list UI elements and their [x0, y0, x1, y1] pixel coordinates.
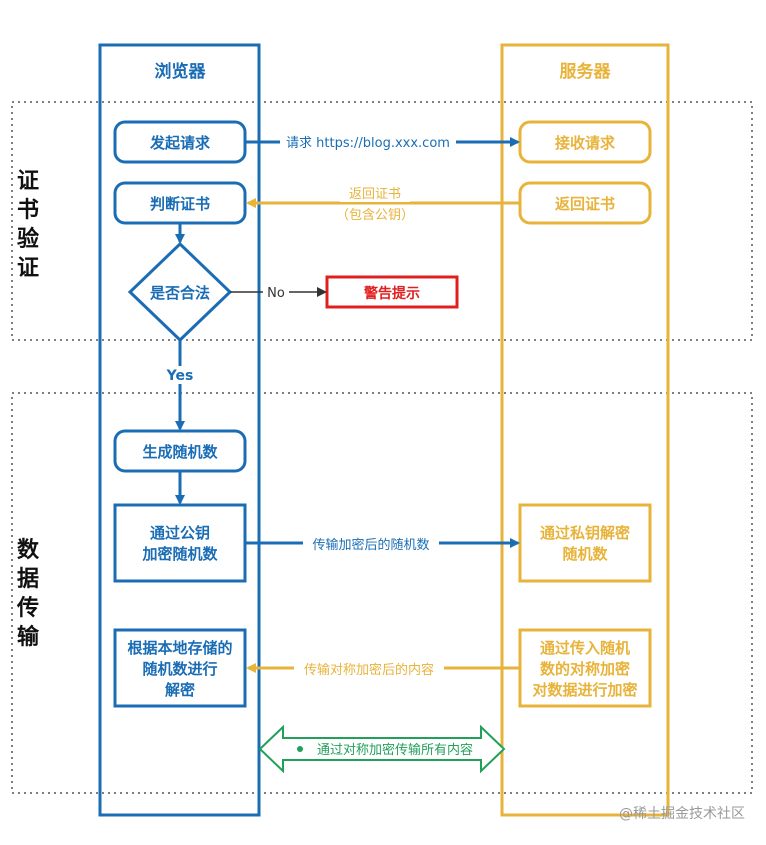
- server-column-title: 服务器: [560, 61, 612, 82]
- edge-send-encrypted-random-label: 传输加密后的随机数: [312, 537, 429, 553]
- section-char: 输: [17, 624, 40, 650]
- node-decrypt-local-line2: 随机数进行: [142, 660, 217, 678]
- section-cert-verify-box: [11, 101, 753, 341]
- node-receive-request-label: 接收请求: [555, 134, 616, 152]
- edge-send-encrypted-content-label: 传输对称加密后的内容: [304, 662, 434, 678]
- symmetric-double-arrow: [258, 724, 506, 774]
- browser-column: [98, 43, 261, 817]
- node-gen-random-label: 生成随机数: [142, 443, 218, 461]
- section-label-cert-verify: 证 书 验 证: [17, 169, 39, 281]
- edge-yes-label-bg: [163, 366, 197, 384]
- node-encrypt-data: [518, 628, 652, 708]
- section-char: 据: [17, 567, 39, 592]
- section-char: 传: [16, 596, 39, 621]
- node-decrypt-random-line1: 通过私钥解密: [540, 524, 630, 542]
- section-char: 证: [17, 256, 39, 281]
- node-encrypt-random: [113, 503, 247, 583]
- edge-return-cert-label-1: 返回证书: [349, 187, 401, 202]
- node-encrypt-data-line3: 对数据进行加密: [532, 681, 637, 699]
- server-column: [500, 43, 670, 817]
- node-decrypt-local: [113, 628, 247, 708]
- node-send-request-label: 发起请求: [149, 134, 211, 152]
- node-encrypt-random-line1: 通过公钥: [150, 524, 210, 542]
- section-char: 验: [17, 226, 39, 252]
- node-warning-label: 警告提示: [364, 285, 420, 302]
- edge-send-encrypted-content-label-bg: [294, 660, 444, 678]
- node-judge-cert-label: 判断证书: [150, 195, 210, 213]
- section-char: 书: [17, 198, 39, 223]
- section-char: 证: [17, 169, 39, 194]
- edge-no-label-bg: [263, 284, 289, 301]
- edge-return-cert-label2-bg: [325, 205, 425, 223]
- node-encrypt-data-line1: 通过传入随机: [540, 639, 630, 657]
- node-decrypt-local-line3: 解密: [165, 681, 195, 699]
- node-encrypt-random-line2: 加密随机数: [141, 545, 218, 563]
- node-encrypt-data-line2: 数的对称加密: [540, 660, 630, 678]
- node-return-cert-label: 返回证书: [555, 195, 615, 213]
- edge-no-label: No: [267, 286, 285, 301]
- browser-column-title: 浏览器: [155, 61, 207, 82]
- node-receive-request: [518, 120, 652, 164]
- edge-request-label-bg: [280, 133, 456, 151]
- section-label-data-transfer: 数 据 传 输: [16, 537, 40, 650]
- node-decrypt-local-line1: 根据本地存储的: [127, 639, 232, 657]
- section-char: 数: [17, 537, 40, 563]
- node-warning: [325, 275, 459, 309]
- node-decrypt-random-line2: 随机数: [562, 545, 608, 563]
- edge-yes-label: Yes: [166, 368, 194, 384]
- edge-return-cert-label-2: （包含公钥）: [336, 207, 414, 223]
- watermark: @稀土掘金技术社区: [619, 806, 745, 822]
- symmetric-bullet: [297, 746, 303, 752]
- edge-send-encrypted-random-label-bg: [303, 535, 439, 553]
- edge-return-cert-label-bg: [340, 184, 410, 202]
- edge-request-label: 请求 https://blog.xxx.com: [286, 136, 450, 151]
- node-decrypt-random: [518, 503, 652, 583]
- node-is-valid-label: 是否合法: [149, 284, 210, 302]
- symmetric-label: 通过对称加密传输所有内容: [317, 742, 473, 758]
